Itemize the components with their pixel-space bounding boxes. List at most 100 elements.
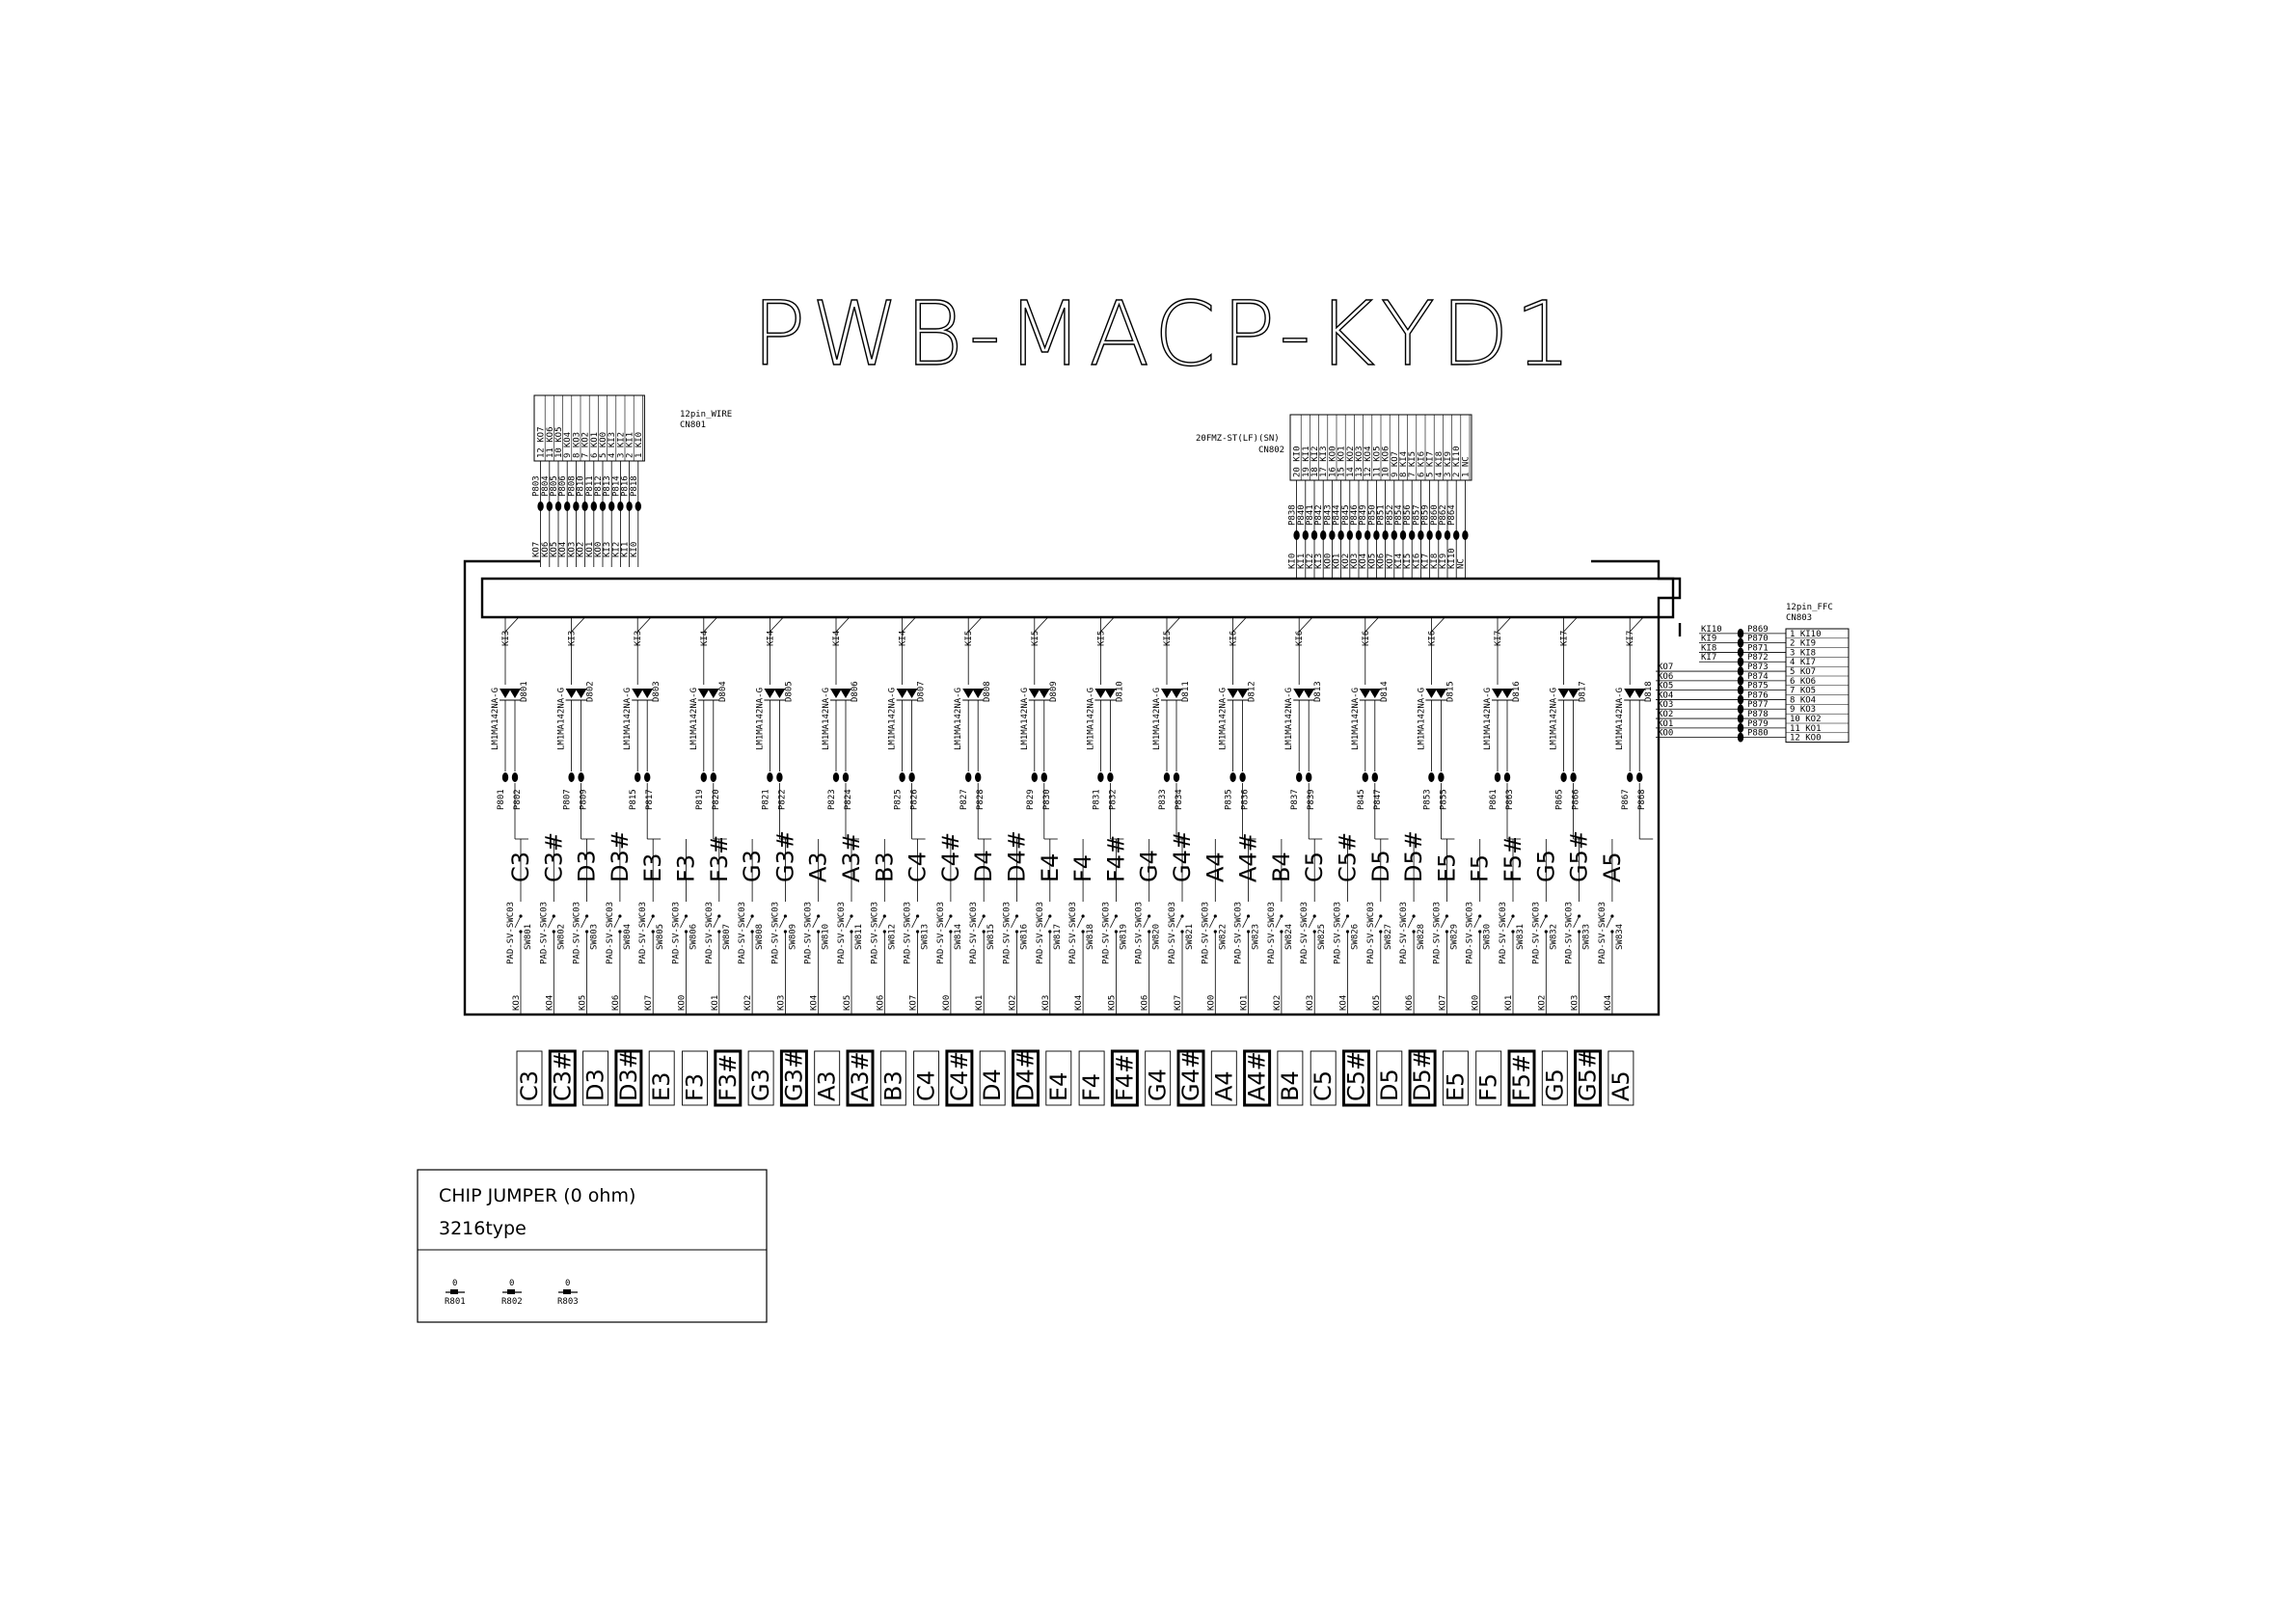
switch-ref-label: SW819	[1119, 924, 1128, 950]
net-label: KO1	[585, 542, 595, 557]
led-ref-label: D808	[983, 681, 992, 702]
led-net-label: KI3	[634, 631, 643, 646]
switch-note-label: G4	[1136, 850, 1163, 882]
key-f3: F3	[682, 1050, 709, 1106]
pad-label: P805	[550, 475, 559, 497]
key-label: E5	[1442, 1072, 1469, 1101]
net-label: KI1	[1297, 554, 1307, 569]
key-e5: E5	[1442, 1050, 1469, 1106]
pad-label: P861	[1489, 789, 1499, 810]
pad-label: P853	[1422, 789, 1432, 810]
led-part-label: LM1MA142NA-G	[491, 688, 500, 750]
net-label: KO4	[558, 542, 568, 557]
switch-net-label: KO7	[909, 995, 919, 1011]
pad-label: P879	[1747, 719, 1769, 729]
pad-label: P829	[1026, 789, 1036, 810]
connector-pin: 10 KO6	[1382, 446, 1391, 477]
switch-net-label: KO6	[1141, 995, 1150, 1011]
switch-net-label: KO5	[1372, 995, 1382, 1011]
pad-label: P828	[976, 789, 986, 810]
cn801-type-label: 12pin_WIRE	[680, 410, 732, 420]
led-ref-label: D807	[917, 681, 927, 702]
pad-label: P877	[1747, 700, 1769, 710]
switch-part-label: PAD-SV-SWC03	[1565, 902, 1575, 964]
pad-label: P843	[1323, 504, 1333, 526]
connector-pin: 7 KO5	[1790, 687, 1816, 696]
connector-pin: 1 NC	[1461, 456, 1471, 477]
switch-part-label: PAD-SV-SWC03	[606, 902, 615, 964]
connector-pin: 19 KI1	[1302, 446, 1311, 477]
switch-part-label: PAD-SV-SWC03	[837, 902, 847, 964]
net-label: KO0	[594, 542, 604, 557]
switch-part-label: PAD-SV-SWC03	[1267, 902, 1277, 964]
led-ref-label: D811	[1181, 681, 1191, 702]
switch-net-label: KO4	[1339, 995, 1349, 1011]
connector-pin: 1 KI10	[1790, 630, 1822, 639]
net-label: KI1	[621, 542, 631, 557]
switch-note-label: F4#	[1102, 835, 1129, 882]
switch-net-label: KO1	[711, 995, 720, 1011]
key-label: D3#	[615, 1049, 642, 1101]
key-label: D4#	[1013, 1049, 1040, 1101]
switch-part-label: PAD-SV-SWC03	[705, 902, 715, 964]
net-label: KI4	[1394, 554, 1404, 569]
led-net-label: KI3	[568, 631, 578, 646]
jumper-ref: R802	[501, 1297, 523, 1307]
led-net-label: KI6	[1362, 631, 1371, 646]
cn801-ref-label: CN801	[680, 420, 706, 430]
switch-note-label: A5	[1599, 852, 1626, 882]
pad-label: P855	[1439, 789, 1448, 810]
pad-label: P859	[1421, 504, 1431, 526]
key-label: D3	[582, 1069, 609, 1101]
pad-label: P818	[630, 475, 639, 497]
led-net-label: KI5	[1031, 631, 1040, 646]
pad-label: P878	[1747, 710, 1769, 719]
pad-label: P857	[1412, 504, 1421, 526]
key-c3: C3	[516, 1050, 543, 1106]
led-part-label: LM1MA142NA-G	[557, 688, 567, 750]
net-label: KO6	[541, 542, 551, 557]
connector-pin: 7 KI5	[1408, 451, 1418, 477]
switch-part-label: PAD-SV-SWC03	[1135, 902, 1145, 964]
pad-label: P812	[594, 475, 604, 497]
led-net-label: KI4	[832, 631, 842, 646]
key-label: F3#	[715, 1054, 742, 1101]
key-label: C3#	[549, 1051, 576, 1101]
key-label: C4#	[946, 1051, 973, 1101]
pad-label: P813	[603, 475, 612, 497]
key-c5: C5	[1310, 1050, 1337, 1106]
switch-net-label: KO5	[1107, 995, 1117, 1011]
net-label: KO1	[1333, 554, 1342, 569]
led-net-label: KI7	[1560, 631, 1570, 646]
switch-note-label: F4	[1069, 854, 1096, 882]
switch-note-label: E3	[639, 853, 666, 882]
led-ref-label: D801	[520, 681, 529, 702]
switch-note-label: C5	[1301, 852, 1328, 882]
key-g5-sharp: G5#	[1574, 1049, 1603, 1107]
jumper-item: 0 R803	[557, 1279, 579, 1307]
pad-label: P875	[1747, 682, 1769, 691]
net-label: KO1	[1658, 719, 1673, 729]
net-label: NC	[1456, 558, 1466, 569]
switch-part-label: PAD-SV-SWC03	[1234, 902, 1244, 964]
pad-label: P849	[1359, 504, 1368, 526]
pad-label: P852	[1386, 504, 1395, 526]
switch-part-label: PAD-SV-SWC03	[638, 902, 648, 964]
switch-ref-label: SW821	[1185, 924, 1195, 950]
switch-note-label: F5	[1467, 854, 1494, 882]
connector-pin: 4 KI8	[1435, 451, 1445, 477]
jumper-value: 0	[509, 1279, 514, 1288]
led-ref-label: D814	[1380, 681, 1390, 702]
